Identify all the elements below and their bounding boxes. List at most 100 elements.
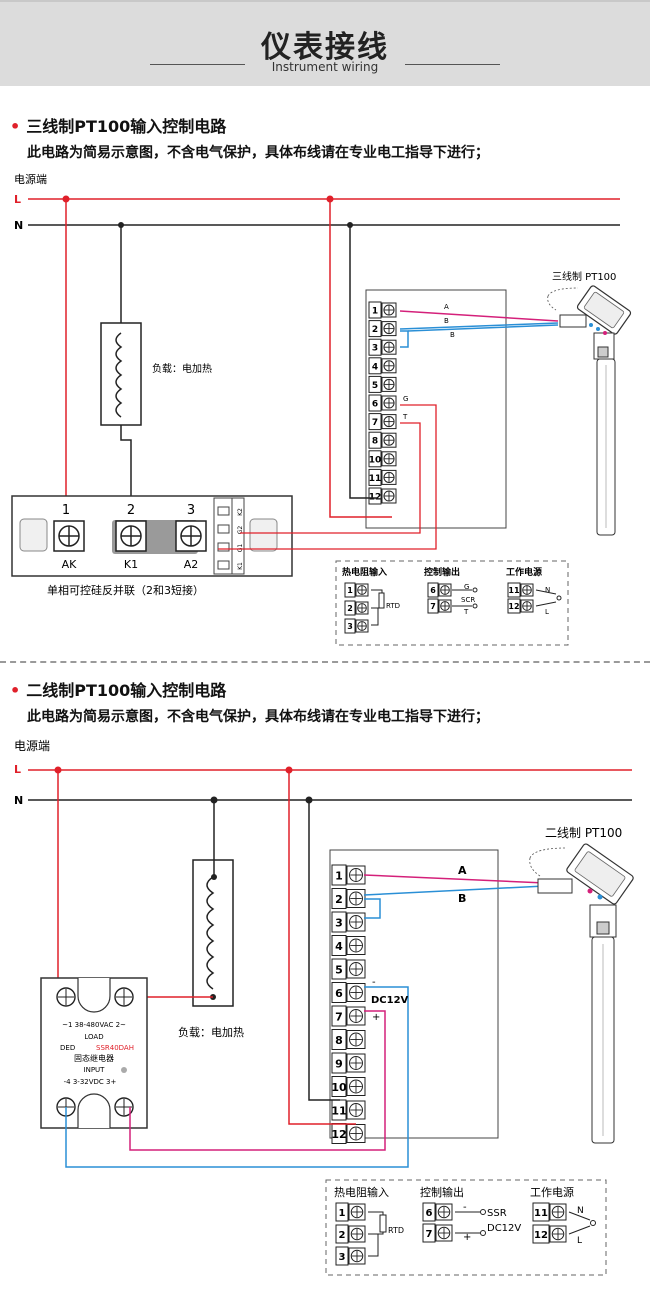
thyristor-label: K1 <box>124 558 138 571</box>
legend-pwr-bot: L <box>577 1236 582 1246</box>
terminal-number: 1 <box>335 869 343 882</box>
terminal-number: 2 <box>347 604 353 613</box>
section2-note: 此电路为简易示意图，不含电气保护，具体布线请在专业电工指导下进行； <box>27 709 489 725</box>
terminal-number: 4 <box>335 940 343 953</box>
controller-terminal: 8 <box>331 1029 366 1050</box>
terminal-number: 2 <box>339 1230 346 1241</box>
wire-l-to-term12 <box>288 770 356 1125</box>
sensor-wire-b2 <box>407 324 559 332</box>
terminal-number: 11 <box>331 1104 346 1117</box>
controller-terminal: 12 <box>331 1123 366 1144</box>
terminal-number: 6 <box>430 586 436 595</box>
gate-label: G1 <box>237 544 244 553</box>
legend-terminal: 2 <box>344 600 369 616</box>
gate-pin <box>217 506 230 516</box>
terminal-number: 3 <box>339 1252 346 1263</box>
terminal-number: 2 <box>335 893 343 906</box>
terminal-number: 2 <box>372 325 378 335</box>
ctrl-label-g: G <box>403 395 408 403</box>
terminal-number: 8 <box>335 1034 343 1047</box>
legend-rtd-label: RTD <box>386 602 400 610</box>
ssr-load-word: LOAD <box>84 1033 103 1041</box>
legend-minus: - <box>463 1202 467 1213</box>
wire-label-b: B <box>444 317 449 325</box>
terminal-number: 1 <box>347 586 353 595</box>
terminal-number: 6 <box>335 987 343 1000</box>
legend-ctrl-title: 控制输出 <box>420 1185 464 1199</box>
terminal-number: 7 <box>430 602 436 611</box>
sensor-wire-b1 <box>399 322 559 330</box>
junction-dot <box>211 874 217 880</box>
controller-terminal: 2 <box>368 320 397 338</box>
legend-box <box>335 560 569 646</box>
legend-dc-label: DC12V <box>487 1223 521 1234</box>
terminal-number: 12 <box>534 1230 548 1241</box>
controller-terminal: 3 <box>331 911 366 933</box>
legend-terminal: 1 <box>344 582 369 598</box>
legend-plus: + <box>463 1232 471 1243</box>
pt100-sensor-icon <box>547 285 632 536</box>
terminal-number: 11 <box>534 1208 548 1219</box>
line-n-label: N <box>14 794 23 807</box>
sensor-jumper <box>364 898 381 919</box>
legend-power-title: 工作电源 <box>506 566 542 578</box>
thyristor-mount-right <box>249 518 278 552</box>
controller-terminal: 6 <box>331 982 366 1003</box>
thyristor-caption: 单相可控硅反并联（2和3短接） <box>47 583 204 597</box>
controller-terminal: 7 <box>368 413 397 431</box>
line-l-label: L <box>14 763 21 776</box>
terminal-k1 <box>115 520 147 552</box>
line-n-label: N <box>14 219 23 232</box>
controller-terminal: 4 <box>368 357 397 375</box>
controller-terminal: 4 <box>331 935 366 956</box>
legend-terminal: 11 <box>507 582 534 598</box>
section1-note: 此电路为简易示意图，不含电气保护，具体布线请在专业电工指导下进行； <box>27 145 489 161</box>
legend-terminal: 11 <box>532 1202 567 1222</box>
terminal-number: 6 <box>372 400 378 410</box>
heater-coil-icon <box>206 876 215 990</box>
legend-pwr-top: N <box>577 1206 584 1216</box>
section1-diagram: 电源端 L N 负载：电加热 1 2 3 AK K1 A2 K2 G2 G1 <box>11 172 632 646</box>
gate-pin <box>217 524 230 534</box>
controller-terminal: 10 <box>331 1076 366 1097</box>
controller-terminal: 5 <box>368 375 397 393</box>
legend-terminal: 1 <box>335 1202 366 1222</box>
sensor-label: 二线制 PT100 <box>545 826 622 840</box>
wire-t-to-gate <box>240 422 421 534</box>
terminal-number: 3 <box>335 916 343 929</box>
legend-rtd-title: 热电阻输入 <box>342 566 387 578</box>
load-label: 负载：电加热 <box>178 1025 244 1039</box>
controller-terminal: 11 <box>331 1099 366 1121</box>
gate-label: K2 <box>237 508 244 516</box>
sensor-label: 三线制 PT100 <box>552 270 616 283</box>
section2-title: •二线制PT100输入控制电路 <box>10 681 227 700</box>
terminal-number: 10 <box>331 1081 347 1094</box>
power-source-label: 电源端 <box>14 739 50 753</box>
wire-label-a: A <box>444 303 449 311</box>
page-title: 仪表接线 <box>261 30 389 65</box>
legend-terminal: 12 <box>532 1224 567 1244</box>
controller-terminal: 6 <box>368 394 397 412</box>
terminal-number: 7 <box>335 1010 343 1023</box>
legend-ctrl-bot: T <box>463 608 469 616</box>
dc-minus: - <box>372 977 376 988</box>
terminal-number: 11 <box>369 474 382 484</box>
terminal-number: 10 <box>369 455 382 465</box>
legend-power-title: 工作电源 <box>530 1185 574 1199</box>
wire-label-a: A <box>458 864 467 877</box>
thyristor-number: 2 <box>127 503 135 518</box>
header-banner: 仪表接线 Instrument wiring <box>0 0 650 86</box>
legend-terminal: 6 <box>422 1202 453 1222</box>
controller-terminal: 9 <box>331 1052 366 1074</box>
heater-coil-icon <box>115 332 123 418</box>
ctrl-label-t: T <box>402 413 408 421</box>
terminal-number: 5 <box>335 963 343 976</box>
section1-title: •三线制PT100输入控制电路 <box>10 117 227 136</box>
ssr-load-terms: ~1 38-480VAC 2~ <box>62 1021 126 1029</box>
thyristor-label: A2 <box>184 558 199 571</box>
wire-label-b: B <box>458 892 466 905</box>
wire-g-to-gate <box>218 404 437 550</box>
legend-ctrl-title: 控制输出 <box>424 566 460 578</box>
legend-ssr-label: SSR <box>487 1208 507 1219</box>
